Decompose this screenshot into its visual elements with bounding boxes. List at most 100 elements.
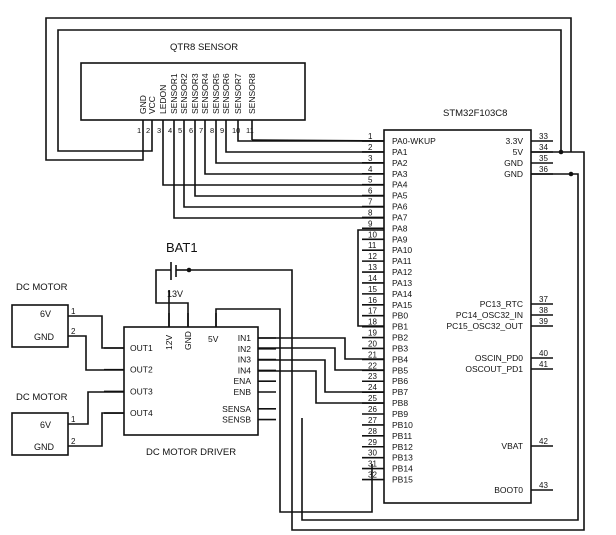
mcu-pin-label: PB10 [392,420,413,430]
dc-motor-1: DC MOTOR 6V GND 1 2 [11,282,76,348]
mcu-pin-label: PB9 [392,409,408,419]
wire-m2-6v [68,391,124,425]
wire-s1 [173,140,384,219]
mcu-pin-number: 40 [539,349,548,358]
wire-in1 [258,337,384,360]
qtr8-pin-number: 5 [178,126,182,135]
mcu-pin-label: OSCOUT_PD1 [465,364,523,374]
mcu-pin-label: OSCIN_PD0 [475,353,523,363]
driver-in-label: IN4 [238,365,252,375]
driver-in-label: IN1 [238,333,252,343]
mcu-pin-number: 11 [368,241,377,250]
mcu-pin-label: PB7 [392,387,408,397]
wire-driver-5v [215,308,373,513]
mcu-pin-label: PA10 [392,245,412,255]
driver-title: DC MOTOR DRIVER [146,447,236,458]
mcu-pin-number: 1 [368,132,373,141]
qtr8-pin-label: SENSOR1 [169,73,179,114]
mcu-title: STM32F103C8 [443,108,507,119]
driver-in-label: IN2 [238,344,252,354]
wire-pb0 [357,229,384,327]
mcu-pin-number: 34 [539,143,548,152]
motor-1-pin-1-num: 1 [71,307,76,316]
mcu-pin-label: PB3 [392,343,408,353]
mcu-pin-number: 30 [368,449,377,458]
driver-in-label: ENA [234,376,252,386]
mcu-pin-number: 26 [368,405,377,414]
wire-m2-gnd [68,412,124,447]
mcu-pin-label: PA12 [392,267,412,277]
mcu-pin-label: PC14_OSC32_IN [456,310,523,320]
mcu-pin-number: 2 [368,143,373,152]
mcu-pin-label: PA13 [392,278,412,288]
wire-s2 [183,140,384,208]
mcu-pin-number: 21 [368,350,377,359]
mcu-pin-label: PB12 [392,442,413,452]
mcu-pin-number: 43 [539,481,548,490]
wire-in4 [258,370,384,404]
mcu-pin-label: PB4 [392,354,408,364]
mcu-pin-label: PB5 [392,365,408,375]
qtr8-pin-label: SENSOR2 [179,73,189,114]
driver-body [123,326,259,436]
mcu-pin-label: PA15 [392,300,412,310]
mcu-pin-label: PA2 [392,158,408,168]
motor-2-pin-2-num: 2 [71,437,76,446]
mcu-pin-label: PB11 [392,431,412,441]
mcu-pin-number: 41 [539,360,548,369]
qtr8-pin-number: 9 [220,126,224,135]
mcu-pin-number: 15 [368,285,377,294]
mcu-pin-number: 24 [368,383,377,392]
mcu-pin-number: 20 [368,339,377,348]
mcu-pin-label: PA8 [392,223,408,233]
battery: BAT1 13V [166,240,198,299]
wire-gnd-rail [301,173,579,521]
qtr8-sensor: QTR8 SENSOR GND1VCC2LEDON3SENSOR14SENSOR… [80,42,306,140]
driver-out-label: OUT4 [130,408,153,418]
junction-dot [558,149,564,155]
mcu-pin-number: 14 [368,274,377,283]
driver-out-label: OUT2 [130,365,153,375]
mcu-pin-label: 3.3V [506,136,524,146]
motor-2-pin-2-name: GND [34,442,55,452]
driver-top-label: 12V [164,335,174,350]
qtr8-pin-label: SENSOR3 [190,73,200,114]
wire-qtr-vcc [57,29,562,152]
qtr8-pin-label: SENSOR5 [211,73,221,114]
wire-s8 [251,139,385,142]
qtr8-body [80,62,306,121]
qtr8-pin-number: 2 [146,126,150,135]
qtr8-pin-number: 10 [232,126,240,135]
mcu-pin-label: PB0 [392,311,408,321]
mcu-pin-label: VBAT [501,441,523,451]
mcu-pin-label: GND [504,158,523,168]
mcu-pin-label: GND [504,169,523,179]
mcu-pin-number: 37 [539,295,548,304]
driver-in-label: SENSB [222,415,251,425]
mcu-pin-number: 25 [368,394,377,403]
driver-out-label: OUT3 [130,386,153,396]
motor-1-pin-1-name: 6V [40,309,51,319]
qtr8-pin-number: 7 [199,126,203,135]
wire-m1-gnd [68,335,124,371]
mcu-pin-label: PB1 [392,322,408,332]
wire-ledon [162,140,384,186]
mcu-pin-label: PA5 [392,191,408,201]
battery-name: BAT1 [166,240,198,255]
mcu-pin-number: 7 [368,198,373,207]
motor-1-pin-2-num: 2 [71,327,76,336]
mcu-pin-number: 39 [539,317,548,326]
mcu-pin-number: 28 [368,427,377,436]
junction-dot [568,171,574,177]
mcu-pin-label: PA4 [392,180,408,190]
qtr8-pin-number: 3 [157,126,161,135]
mcu-pin-number: 33 [539,132,548,141]
mcu-pin-label: PB8 [392,398,408,408]
mcu-pin-number: 5 [368,176,373,185]
mcu-pin-label: PA14 [392,289,412,299]
mcu-pin-number: 16 [368,296,377,305]
qtr8-pin-label: GND [138,95,148,114]
mcu-pin-number: 29 [368,438,377,447]
